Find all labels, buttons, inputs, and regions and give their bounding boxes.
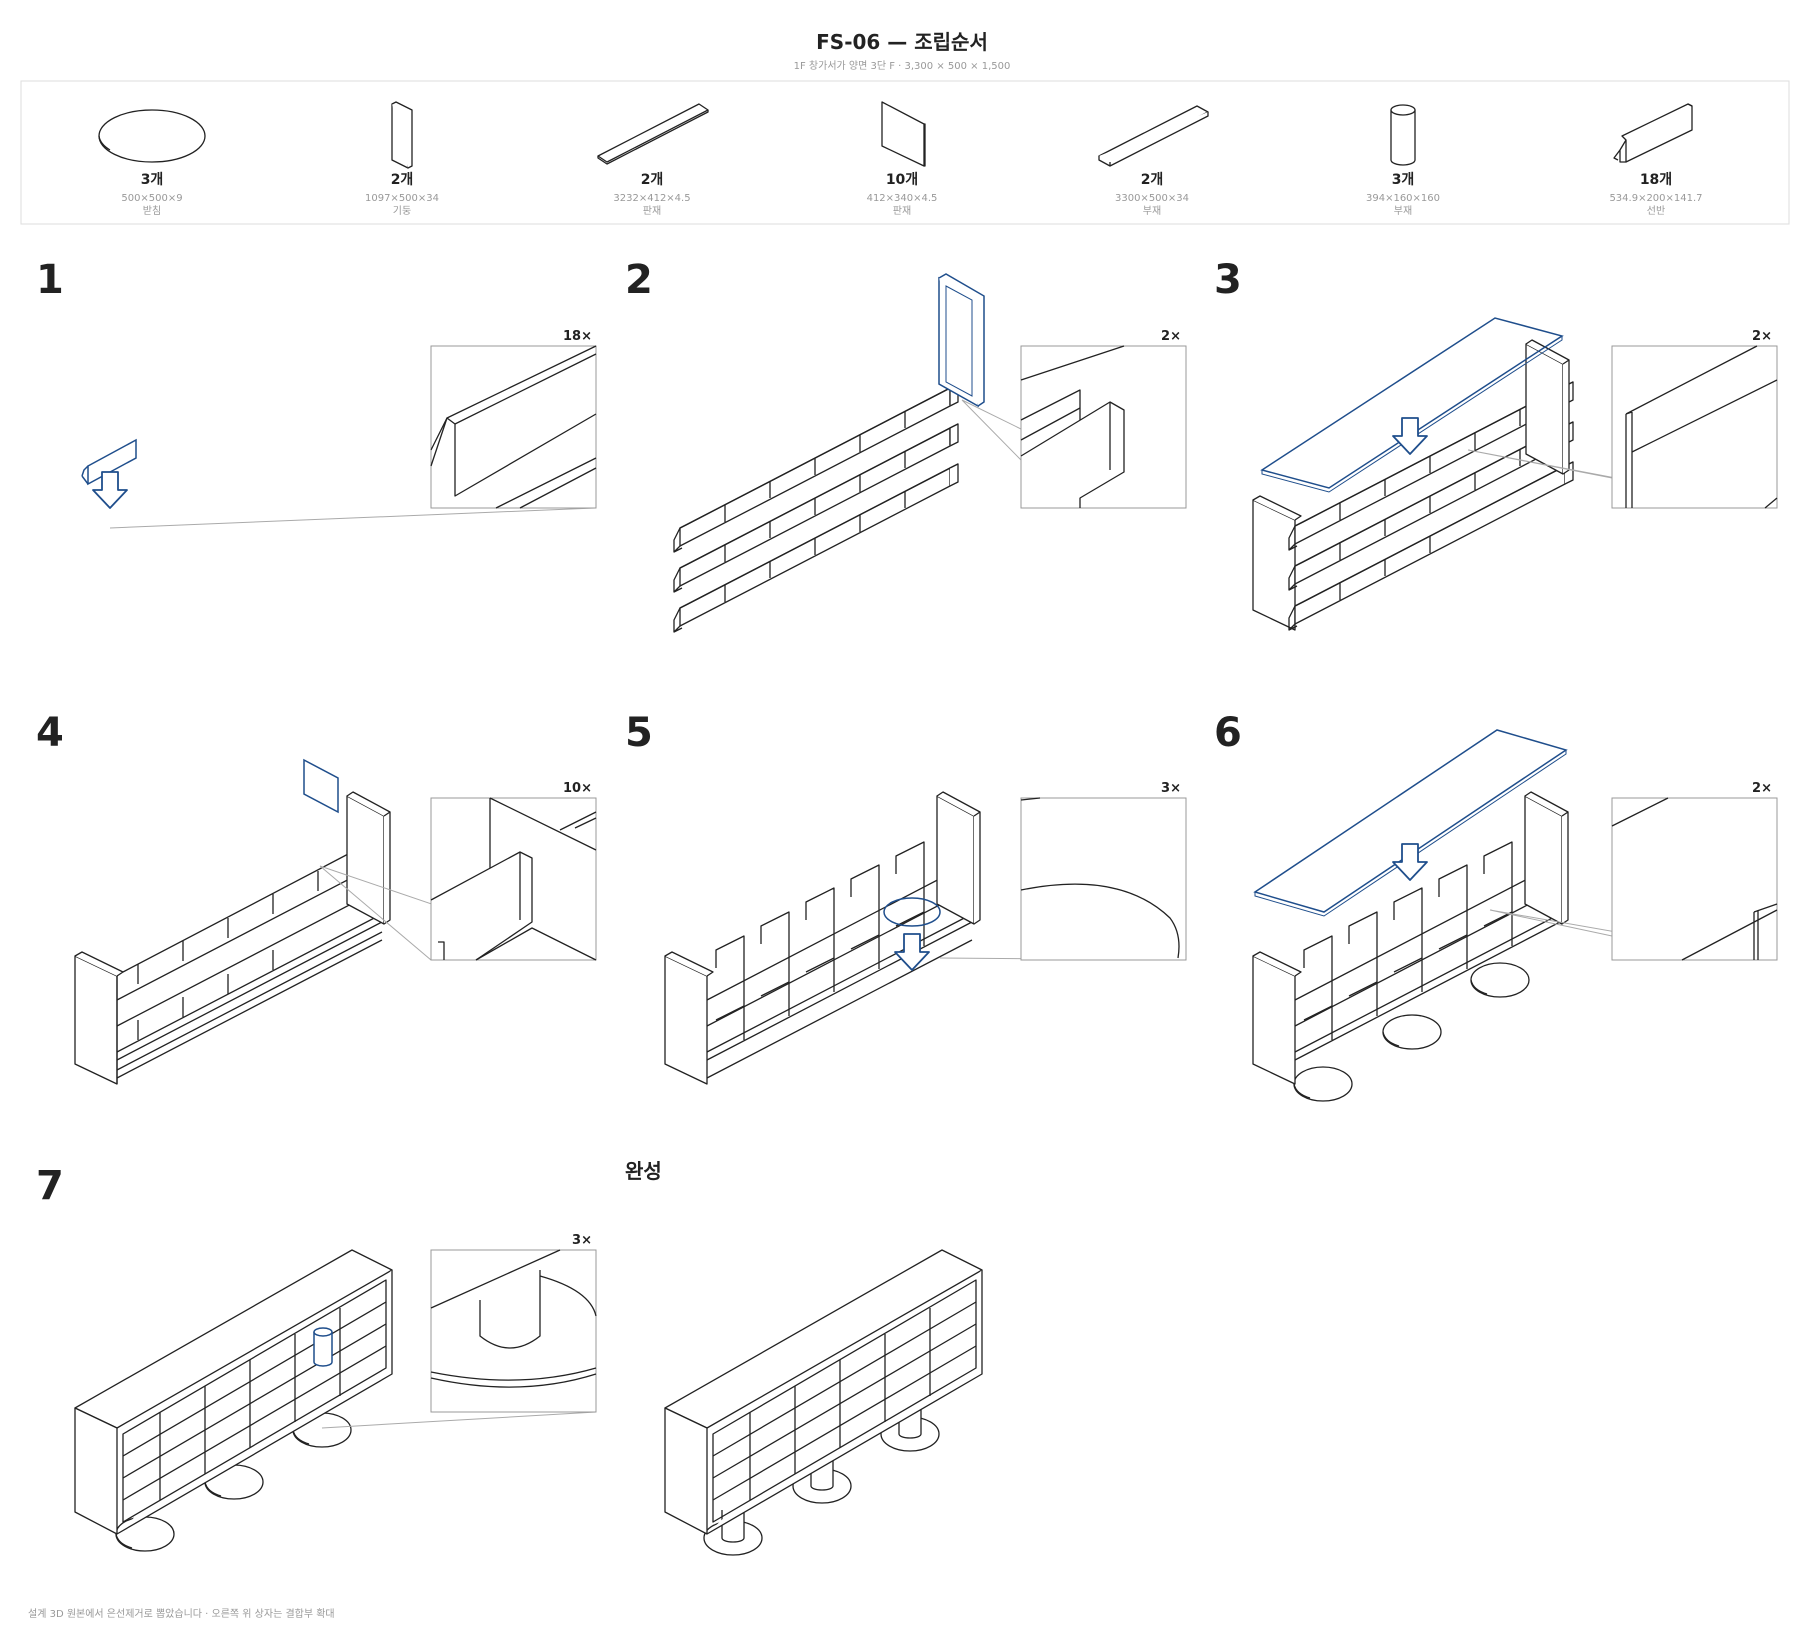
side-panel-left bbox=[74, 951, 124, 1085]
frame-body bbox=[116, 851, 383, 1084]
step-number: 2 bbox=[625, 257, 653, 303]
completed-legs bbox=[703, 1406, 940, 1556]
disc-icon bbox=[98, 109, 206, 163]
part-dims: 1097×500×34 bbox=[365, 193, 439, 204]
detail-zoom-box: 18× bbox=[430, 329, 597, 509]
side-panel-left bbox=[1252, 495, 1302, 631]
part-dims: 3232×412×4.5 bbox=[613, 193, 690, 204]
frame-body bbox=[1294, 823, 1561, 1061]
step-number: 3 bbox=[1214, 257, 1242, 303]
part-dims: 534.9×200×141.7 bbox=[1609, 193, 1702, 204]
step-number: 6 bbox=[1214, 710, 1242, 756]
detail-multiplier: 2× bbox=[1161, 329, 1181, 344]
completed-bookshelf bbox=[664, 1249, 983, 1535]
arrow-down-icon bbox=[1392, 417, 1428, 455]
step-7: 7 3× bbox=[36, 1163, 597, 1552]
detail-multiplier: 2× bbox=[1752, 329, 1772, 344]
part-dims: 412×340×4.5 bbox=[867, 193, 938, 204]
step-5: 5 3× bbox=[625, 710, 1187, 1085]
part-name: 받침 bbox=[143, 205, 161, 217]
step-6: 6 bbox=[1214, 710, 1778, 1102]
top-plank-highlight bbox=[1253, 729, 1568, 917]
angled-shelf-icon bbox=[1613, 103, 1693, 163]
cylinder-icon bbox=[1390, 104, 1416, 166]
part-thick-plank: 2개 3300×500×34 부재 bbox=[1098, 105, 1209, 217]
board-highlight bbox=[1260, 317, 1564, 493]
part-cylinder: 3개 394×160×160 부재 bbox=[1366, 104, 1440, 217]
side-panel-left bbox=[664, 951, 714, 1085]
long-board-icon bbox=[597, 103, 709, 165]
step-number: 4 bbox=[36, 710, 64, 756]
thick-plank-icon bbox=[1098, 105, 1209, 167]
page-title: FS-06 — 조립순서 bbox=[816, 30, 988, 54]
upright-panel-icon bbox=[391, 101, 413, 169]
part-name: 부재 bbox=[1394, 205, 1412, 217]
step-2: 2 2× bbox=[625, 257, 1187, 633]
detail-multiplier: 18× bbox=[563, 329, 592, 344]
step-number: 7 bbox=[36, 1163, 64, 1209]
side-panel-right bbox=[1524, 791, 1569, 925]
part-upright: 2개 1097×500×34 기둥 bbox=[365, 101, 439, 217]
detail-zoom-box: 3× bbox=[1020, 781, 1187, 961]
part-name: 기둥 bbox=[393, 205, 411, 217]
part-name: 판재 bbox=[893, 205, 911, 217]
part-dims: 500×500×9 bbox=[121, 193, 182, 204]
side-panel-right bbox=[346, 791, 391, 925]
part-name: 부재 bbox=[1143, 205, 1161, 217]
frame-body bbox=[706, 823, 973, 1079]
part-qty: 2개 bbox=[1141, 172, 1164, 188]
part-long-board: 2개 3232×412×4.5 판재 bbox=[597, 103, 709, 217]
part-disc: 3개 500×500×9 받침 bbox=[98, 109, 206, 217]
base-discs bbox=[1293, 962, 1530, 1102]
part-name: 선반 bbox=[1647, 205, 1665, 217]
detail-zoom-box: 2× bbox=[1611, 329, 1778, 509]
square-panel-icon bbox=[881, 101, 926, 167]
side-panel-left bbox=[1252, 951, 1302, 1085]
detail-zoom-box: 3× bbox=[430, 1233, 597, 1413]
upright-panel-highlight bbox=[938, 273, 985, 408]
step-1: 1 18× bbox=[36, 257, 597, 529]
step-number: 5 bbox=[625, 710, 653, 756]
part-angled-shelf: 18개 534.9×200×141.7 선반 bbox=[1609, 103, 1703, 217]
shelf-rails bbox=[673, 383, 959, 633]
detail-multiplier: 3× bbox=[572, 1233, 592, 1248]
square-panel-highlight bbox=[303, 758, 339, 814]
part-qty: 2개 bbox=[391, 172, 414, 188]
leader-line bbox=[109, 507, 596, 529]
detail-zoom-box: 2× bbox=[1020, 329, 1187, 509]
cylinder-cut-highlight bbox=[883, 897, 941, 927]
completed-section: 완성 bbox=[625, 1159, 983, 1556]
rails-assembly bbox=[1288, 381, 1574, 631]
completed-label: 완성 bbox=[625, 1159, 662, 1183]
step-number: 1 bbox=[36, 257, 64, 303]
footer-note: 설계 3D 원본에서 은선제거로 뽑았습니다 · 오른쪽 위 상자는 결합부 확… bbox=[28, 1607, 335, 1620]
step-4: 4 10× bbox=[36, 710, 597, 1085]
step-3: 3 2× bbox=[1214, 257, 1778, 631]
page-subtitle: 1F 창가서가 양면 3단 F · 3,300 × 500 × 1,500 bbox=[794, 60, 1011, 72]
detail-multiplier: 10× bbox=[563, 781, 592, 796]
part-dims: 3300×500×34 bbox=[1115, 193, 1189, 204]
detail-multiplier: 2× bbox=[1752, 781, 1772, 796]
detail-zoom-box: 10× bbox=[430, 781, 597, 961]
detail-multiplier: 3× bbox=[1161, 781, 1181, 796]
part-qty: 2개 bbox=[641, 172, 664, 188]
detail-zoom-box: 2× bbox=[1611, 781, 1778, 961]
cylinder-highlight bbox=[313, 1327, 333, 1367]
shelf-piece-highlight bbox=[81, 438, 137, 486]
part-qty: 10개 bbox=[886, 172, 918, 188]
part-qty: 3개 bbox=[1392, 172, 1415, 188]
side-panel-right bbox=[936, 791, 981, 925]
arrow-down-icon bbox=[1392, 843, 1428, 881]
part-qty: 18개 bbox=[1640, 172, 1672, 188]
part-dims: 394×160×160 bbox=[1366, 193, 1440, 204]
part-square-panel: 10개 412×340×4.5 판재 bbox=[867, 101, 938, 217]
part-qty: 3개 bbox=[141, 172, 164, 188]
side-panel-right bbox=[1525, 339, 1570, 475]
leader-line bbox=[321, 1411, 597, 1429]
part-name: 판재 bbox=[643, 205, 661, 217]
